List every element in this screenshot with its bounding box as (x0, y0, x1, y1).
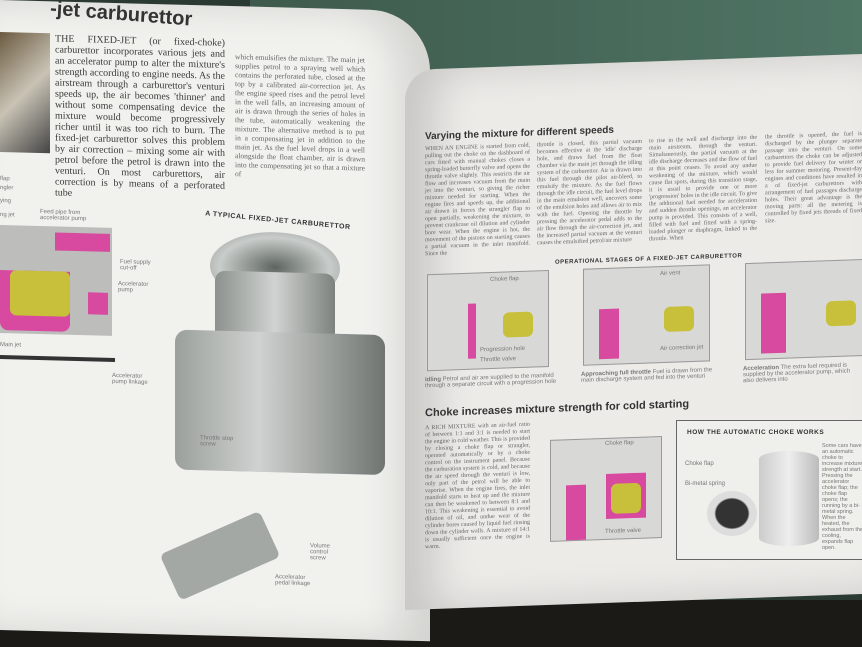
label-feed-pipe: Feed pipe from accelerator pump (40, 209, 87, 223)
speeds-column-4: the throttle is opened, the fuel is disc… (765, 131, 862, 225)
automatic-choke-text: Some cars have an automatic choke to inc… (822, 443, 862, 551)
label-accelerator-pump: Accelerator pump (118, 281, 149, 294)
automatic-choke-title: HOW THE AUTOMATIC CHOKE WORKS (687, 429, 825, 436)
stage-diagram-idling (427, 269, 549, 372)
speeds-column-3: to rise in the well and discharge into t… (649, 134, 757, 243)
label-bimetal-spring: Bi-metal spring (685, 481, 726, 487)
choke-column: A RICH MIXTURE with an air-fuel ratio of… (425, 421, 530, 551)
photo-engine (0, 32, 50, 154)
stages-caption: OPERATIONAL STAGES OF A FIXED-JET CARBUR… (555, 253, 743, 266)
intro-column-1: THE FIXED-JET (or fixed-choke) carburett… (55, 33, 225, 199)
stage-caption-acceleration: Acceleration The extra fuel required is … (743, 362, 862, 385)
section-heading-choke: Choke increases mixture strength for col… (425, 398, 690, 420)
stage-diagram-acceleration (745, 258, 862, 361)
label-throttle-valve-2: Throttle valve (605, 527, 642, 536)
label-choke-flap-3: Choke flap (685, 461, 714, 467)
label-ying: ying (0, 198, 12, 205)
stage-text-idling: Petrol and air are supplied to the manif… (425, 372, 557, 390)
intro-column-2: which emulsifies the mixture. The main j… (235, 52, 365, 179)
label-ng-jet: ng jet (0, 212, 15, 219)
bimetal-coil (707, 491, 757, 536)
label-choke-flap-2: Choke flap (605, 440, 634, 448)
carburettor-section-diagram (0, 225, 112, 336)
label-main-jet: Main jet (0, 342, 22, 349)
label-flap: flap (0, 176, 10, 183)
automatic-choke-box: HOW THE AUTOMATIC CHOKE WORKS Choke flap… (676, 420, 862, 560)
choke-housing (759, 451, 819, 546)
label-accelerator-linkage: Accelerator pump linkage (112, 372, 148, 386)
label-fuel-supply: Fuel supply cut-off (120, 259, 151, 272)
speeds-column-2: throttle is closed, this partial vacuum … (537, 138, 642, 247)
label-air-vent: Air vent (660, 270, 681, 278)
label-pedal-linkage: Accelerator pedal linkage (275, 574, 311, 588)
stage-caption-idling: Idling Petrol and air are supplied to th… (425, 372, 565, 389)
label-throttle-valve: Throttle valve (480, 356, 517, 364)
speeds-column-1: WHEN AN ENGINE is started from cold, pul… (425, 142, 530, 258)
figure-caption: A TYPICAL FIXED-JET CARBURETTOR (204, 210, 351, 232)
stage-caption-full-throttle: Approaching full throttle Fuel is drawn … (581, 367, 726, 384)
label-volume-screw: Volume control screw (310, 543, 331, 562)
left-page: -jet carburettor THE FIXED-JET (or fixed… (0, 0, 430, 642)
section-heading-speeds: Varying the mixture for different speeds (425, 124, 614, 143)
label-ngler: ngler (0, 185, 14, 192)
choke-diagram (550, 436, 662, 542)
label-throttle-stop: Throttle stop screw (200, 435, 234, 448)
carburettor-illustration (159, 230, 405, 601)
linkage-rod (0, 355, 115, 363)
label-choke-flap: Choke flap (490, 276, 519, 284)
